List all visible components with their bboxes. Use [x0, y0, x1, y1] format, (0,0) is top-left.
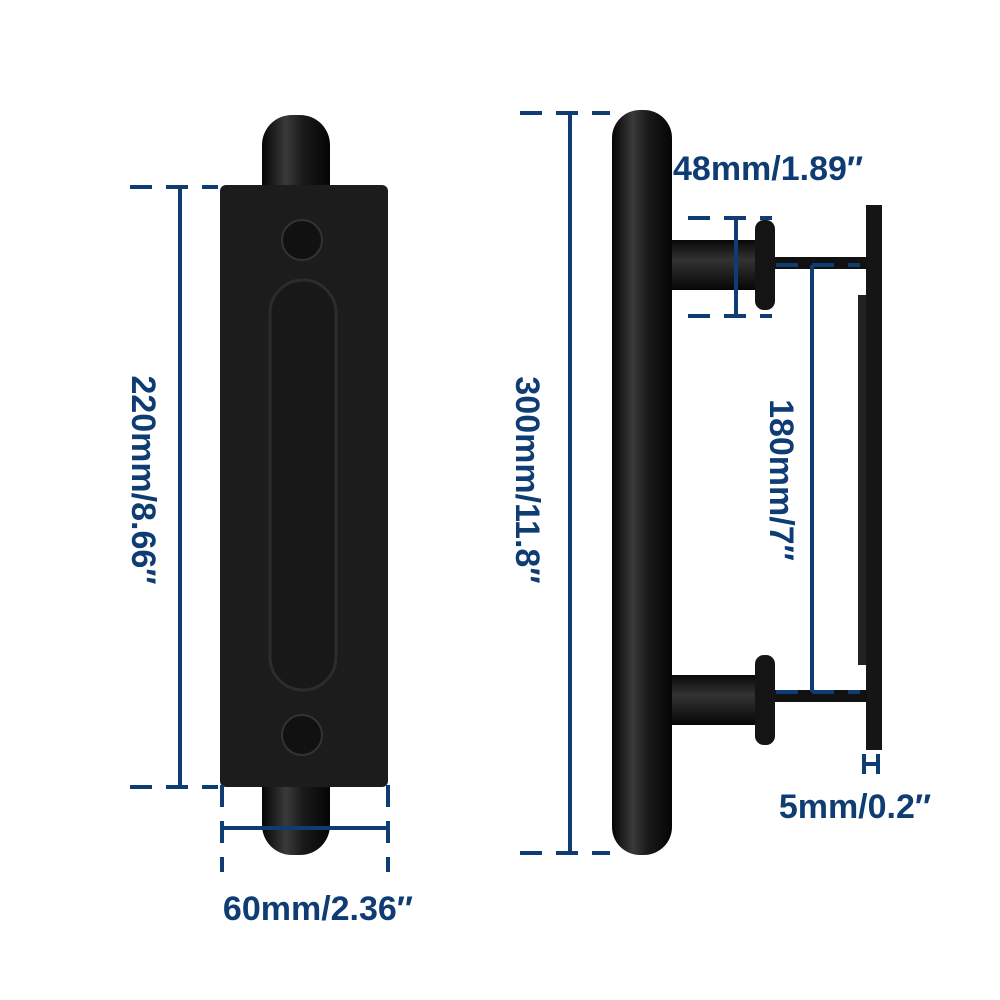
bottom-standoff: [660, 675, 760, 725]
lock-knob-bottom: [281, 714, 323, 756]
top-standoff: [660, 240, 760, 290]
label-60: 60mm/2.36″: [223, 890, 413, 928]
dimension-5: 5mm/0.2″: [779, 754, 931, 826]
side-bar: [612, 110, 672, 855]
lock-knob-top: [281, 219, 323, 261]
label-180: 180mm/7″: [762, 399, 800, 561]
dimension-180: 180mm/7″: [762, 263, 860, 694]
bottom-flange: [755, 655, 775, 745]
front-view-handle: [220, 115, 388, 855]
inner-plate: [858, 295, 868, 665]
side-plate: [866, 205, 882, 750]
dimension-60: 60mm/2.36″: [220, 785, 413, 928]
label-300: 300mm/11.8″: [508, 376, 546, 583]
dimension-48: 48mm/1.89″: [673, 150, 863, 318]
dimension-220: 220mm/8.66″: [124, 185, 218, 789]
top-flange: [755, 220, 775, 310]
label-5: 5mm/0.2″: [779, 788, 931, 826]
label-48: 48mm/1.89″: [673, 150, 863, 188]
side-view-handle: [612, 110, 882, 855]
finger-pull-slot: [268, 278, 338, 692]
dimension-300: 300mm/11.8″: [508, 111, 610, 855]
label-220: 220mm/8.66″: [124, 375, 162, 584]
